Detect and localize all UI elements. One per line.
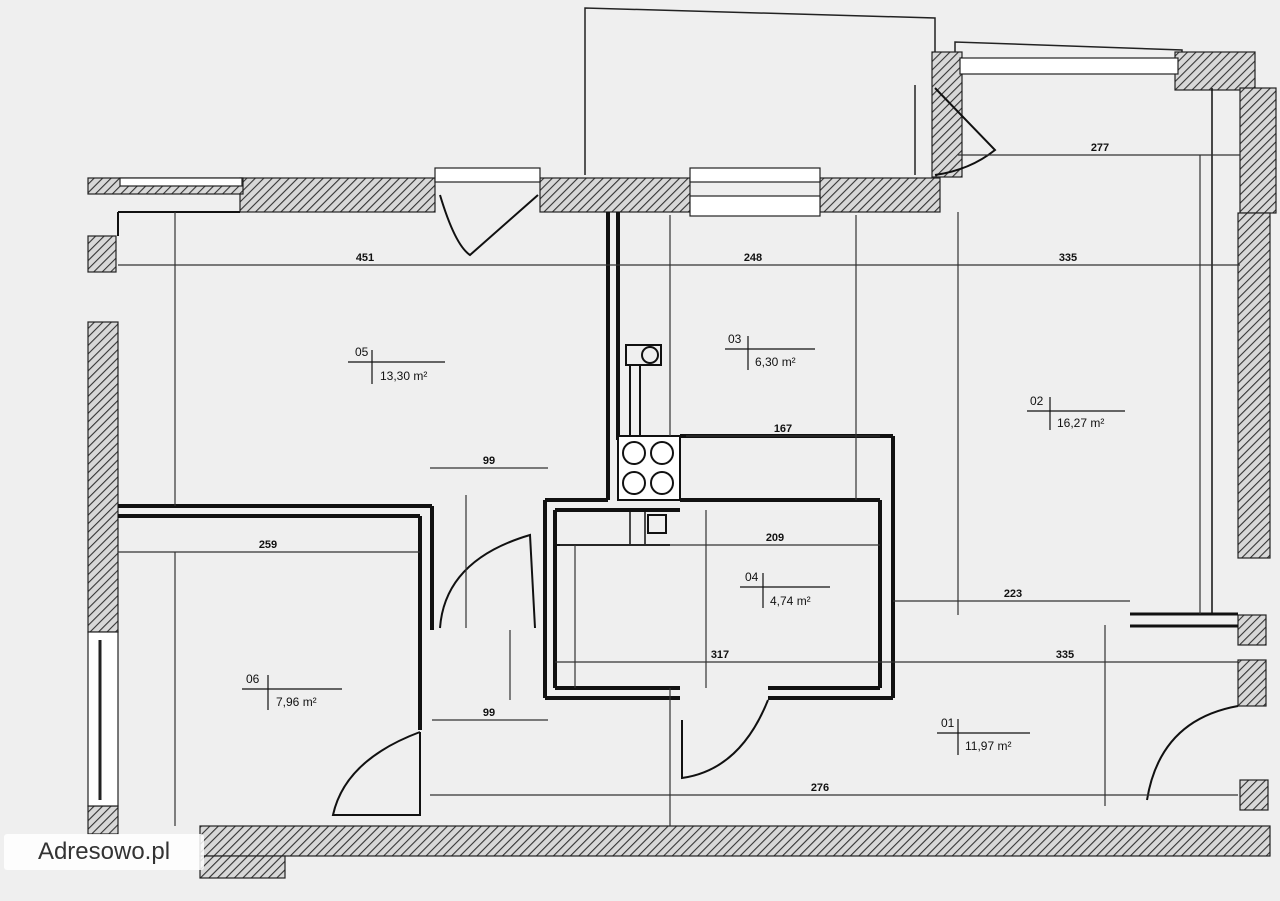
room-06-number: 06: [246, 672, 260, 686]
dim-167: 167: [774, 423, 792, 435]
dim-248: 248: [744, 252, 762, 264]
dim-99-lower: 99: [483, 707, 495, 719]
room-06-area: 7,96 m²: [276, 695, 317, 709]
door-swings: [331, 87, 1239, 816]
room-05-label: 05 13,30 m²: [348, 345, 445, 384]
room-04-number: 04: [745, 570, 759, 584]
room-04-area: 4,74 m²: [770, 594, 811, 608]
room-02-label: 02 16,27 m²: [1027, 394, 1125, 430]
dimension-lines: [118, 154, 1240, 826]
dim-259: 259: [259, 539, 277, 551]
room-02-number: 02: [1030, 394, 1044, 408]
windows: [87, 57, 1179, 807]
dim-317: 317: [711, 649, 729, 661]
room-06-label: 06 7,96 m²: [242, 672, 342, 710]
dim-276: 276: [811, 782, 829, 794]
dim-451: 451: [356, 252, 374, 264]
room-01-label: 01 11,97 m²: [937, 716, 1030, 755]
room-05-area: 13,30 m²: [380, 369, 427, 383]
dim-335-mid: 335: [1056, 649, 1074, 661]
dim-223: 223: [1004, 588, 1022, 600]
room-03-number: 03: [728, 332, 742, 346]
dim-335-top: 335: [1059, 252, 1077, 264]
room-04-label: 04 4,74 m²: [740, 570, 830, 608]
room-01-area: 11,97 m²: [965, 739, 1011, 753]
dim-277: 277: [1091, 142, 1109, 154]
room-01-number: 01: [941, 716, 955, 730]
dim-209: 209: [766, 532, 784, 544]
room-05-number: 05: [355, 345, 369, 359]
dim-99-upper: 99: [483, 455, 495, 467]
room-03-label: 03 6,30 m²: [725, 332, 815, 370]
stove: [617, 344, 681, 545]
room-03-area: 6,30 m²: [755, 355, 796, 369]
room-02-area: 16,27 m²: [1057, 416, 1104, 430]
exterior-walls: [87, 51, 1277, 879]
watermark-logo: Adresowo.pl: [4, 834, 204, 870]
